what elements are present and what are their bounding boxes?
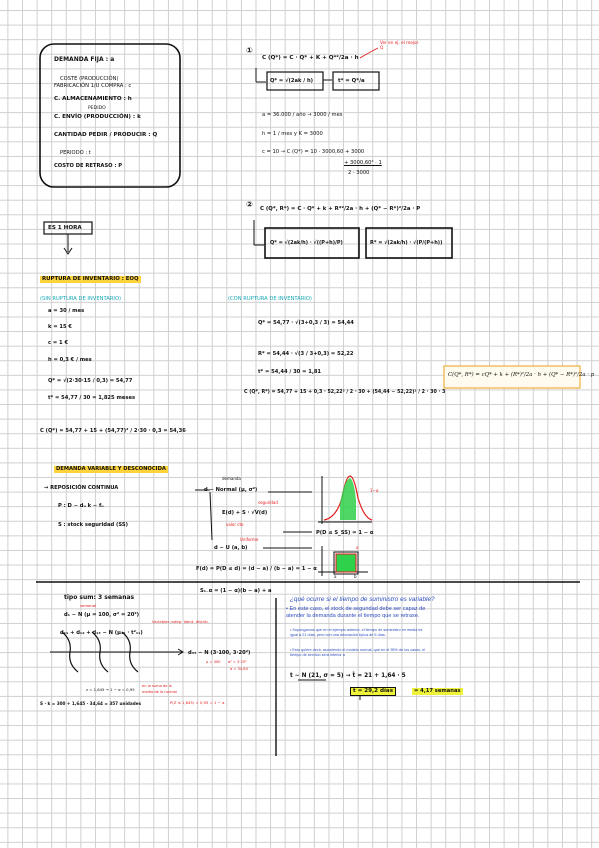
supply-question: ¿qué ocurre si el tiempo de suministro e… [290, 596, 435, 603]
section-title: RUPTURA DE INVENTARIO : EOQ [40, 276, 141, 283]
variable-demand-title: DEMANDA VARIABLE Y DESCONOCIDA [54, 466, 168, 473]
definitions-box [39, 43, 181, 188]
with-rupture-q: Q* = 54,77 · √(3+0,3 / 3) = 54,44 [258, 320, 354, 326]
prob-statement: P(D ≤ S_SS) = 1 − α [316, 530, 374, 536]
eoq-t-star: t* = Q*/a [338, 78, 365, 84]
supply-bullet-1: • En este caso, el stock de seguridad de… [286, 606, 426, 619]
eoq-q-star: Q* = √(2ak / h) [270, 78, 314, 84]
uniform-tag: Uniforme [240, 537, 259, 542]
def-demand: DEMANDA FIJA : a [54, 56, 115, 63]
quantile-formula: S₁₋α = (1 − α)(b − a) + a [200, 588, 272, 594]
eoq-example-h: h = 1 / mes y K = 3000 [262, 131, 323, 137]
graph-label-1a: 1−α [370, 488, 379, 493]
def-period: PERIODO : t [60, 150, 91, 156]
with-rupture-cost: C (Q*, R*) = 54,77 + 15 + 0,3 · 52,22² /… [244, 390, 446, 395]
lead-quantile: z = 1,645 → 1 − α = 0,95 [86, 687, 135, 692]
def-prod-cost-1: COSTE (PRODUCCIÓN) [60, 76, 119, 82]
eoq-example-a: a = 36.000 / año → 3000 / mes [262, 112, 343, 118]
no-rupture-c: c = 1 € [48, 340, 69, 346]
no-rupture-a: a = 30 / mes [48, 308, 85, 314]
normal-tag: demanda [222, 476, 241, 481]
normal-curve [323, 475, 373, 521]
eoq-cost-formula: C (Q*) = C · Q* + K + Q*²/2a · h [262, 55, 359, 61]
unit-arrowhead [63, 247, 73, 255]
supply-formula: t ∼ N (21, σ = 5) → t̂ = 21 + 1,64 · 5 [290, 673, 406, 679]
no-rupture-cost: C (Q*) = 54,77 + 15 + (54,77)² / 2·30 · … [40, 428, 186, 434]
expectation: E(d) + S · √V(d) [222, 510, 268, 516]
variable-demand-sub: → REPOSICIÓN CONTINUA [44, 485, 119, 491]
eoq-example-c: c = 10 → C (Q*) = 10 · 3000,60 + 3000 [262, 149, 365, 155]
graph-label-b: b [354, 574, 357, 579]
lead-arrowhead [177, 648, 184, 656]
shortage-r-star: R* = √(2ak/h) · √(P/(P+h)) [370, 240, 443, 246]
def-qty: CANTIDAD PEDIR / PRODUCIR : Q [54, 132, 158, 138]
def-prod-cost-2: FABRICACIÓN 1/U COMPRA : c [54, 83, 132, 89]
variable-demand-line2: S : stock seguridad (SS) [58, 522, 128, 528]
red-note-seguridad: seguridad [258, 500, 278, 505]
formula-box-frame [443, 365, 581, 389]
eoq-red-note: Ver en ej. el mejor Q [380, 40, 419, 51]
lead-red-note: Variables indep. ident. distrib. [152, 619, 209, 624]
normal-dist: d ∼ Normal (μ, σ²) [204, 487, 258, 493]
graph-label-a: a [334, 574, 337, 579]
shortage-number: ② [246, 200, 253, 209]
unit-label: ES 1 HORA [48, 225, 82, 231]
def-shortage: COSTO DE RETRASO : P [54, 163, 123, 169]
def-storage: C. ALMACENAMIENTO : h [54, 96, 132, 102]
supply-result: t̂ = 29,2 días [350, 687, 397, 696]
eoq-number: ① [246, 46, 253, 55]
no-rupture-title: (SIN RUPTURA DE INVENTARIO) [40, 296, 122, 302]
lead-d-normal: d₃₃ ∼ N (3·100, 3·20²) [188, 650, 251, 656]
lead-curve-1 [61, 631, 79, 673]
lead-d1: d₁ ∼ N (μ = 100, σ² = 20²) [64, 612, 139, 618]
with-rupture-t: t* = 54,44 / 30 = 1,81 [258, 369, 322, 375]
graph-label-alpha: α [356, 545, 359, 550]
lead-d-sum: d₁₁ + d₁₂ + d₁₃ ∼ N (μ₁₁ · t²₁₁) [60, 630, 143, 636]
shortage-q-box [264, 227, 360, 259]
red-note-arrow [359, 47, 379, 59]
t-star-box [332, 71, 380, 91]
no-rupture-q: Q* = √(2·30·15 / 0,3) = 54,77 [48, 378, 133, 384]
lead-sigma2: σ = 34,64 [230, 667, 248, 671]
with-rupture-title: (CON RUPTURA DE INVENTARIO) [228, 296, 312, 302]
shortage-cost-formula: C (Q*, R*) = C · Q* + k + R*²/2a · h + (… [260, 206, 421, 212]
lead-tag: semanal [80, 603, 97, 608]
def-order-top: PEDIDO [88, 106, 106, 111]
cdf-formula: F(d) = P(D ≤ d) = (d − a) / (b − a) = 1 … [196, 566, 317, 572]
lead-prob: P(Z ≤ 1,645) = 0,95 = 1 − α [170, 700, 225, 705]
def-order-cost: C. ENVÍO (PRODUCCIÓN) : k [54, 114, 141, 120]
shortage-r-box [365, 227, 453, 259]
normal-shaded-area [340, 478, 356, 520]
supply-result-2: = 4,17 semanas [412, 688, 463, 695]
no-rupture-h: h = 0,3 € / mes [48, 357, 92, 363]
q-star-box [266, 71, 324, 91]
eoq-example-frac: + 3000,60² · 1 [344, 160, 382, 166]
lead-ss: S · k = 300 + 1,645 · 34,64 = 357 unidad… [40, 701, 142, 706]
uniform-density [335, 553, 357, 573]
uniform-box [333, 551, 359, 575]
no-rupture-k: k = 15 € [48, 324, 73, 330]
supply-sub-1: • Supongamos que en el ejemplo anterior,… [290, 628, 423, 637]
eoq-example-den: 2 · 3000 [348, 170, 370, 176]
with-rupture-r: R* = 54,44 · √(3 / 3+0,3) = 52,22 [258, 351, 354, 357]
tree-line-2 [209, 491, 213, 541]
lead-curve-3 [121, 631, 139, 673]
lead-sigma-note: σ² = 3·20² [228, 660, 247, 664]
red-note-cte: valor cte [226, 522, 244, 527]
no-rupture-t: t* = 54,77 / 30 = 1,825 meses [48, 395, 136, 401]
lead-title: tipo sum: 3 semanas [64, 594, 135, 601]
supply-sub-2: • Esto quiere decir, asumiendo el modelo… [290, 648, 426, 657]
lead-curve-2 [91, 631, 109, 673]
lead-formula-label-2: media de la normal [142, 690, 177, 694]
lead-formula-label: en la suma de la [142, 684, 172, 688]
uniform-dist: d ∼ U (a, b) [214, 545, 248, 551]
variable-demand-line1: P : D ∼ dᵤ k ∼ fᵤ [58, 503, 104, 509]
formula-box: C(Q*, R*) = cQ* + k + (R*)²/2a · h + (Q*… [448, 372, 595, 378]
lead-mu-note: μ = 300 [206, 660, 221, 664]
shortage-q-star: Q* = √(2ak/h) · √((P+h)/P) [270, 240, 343, 246]
